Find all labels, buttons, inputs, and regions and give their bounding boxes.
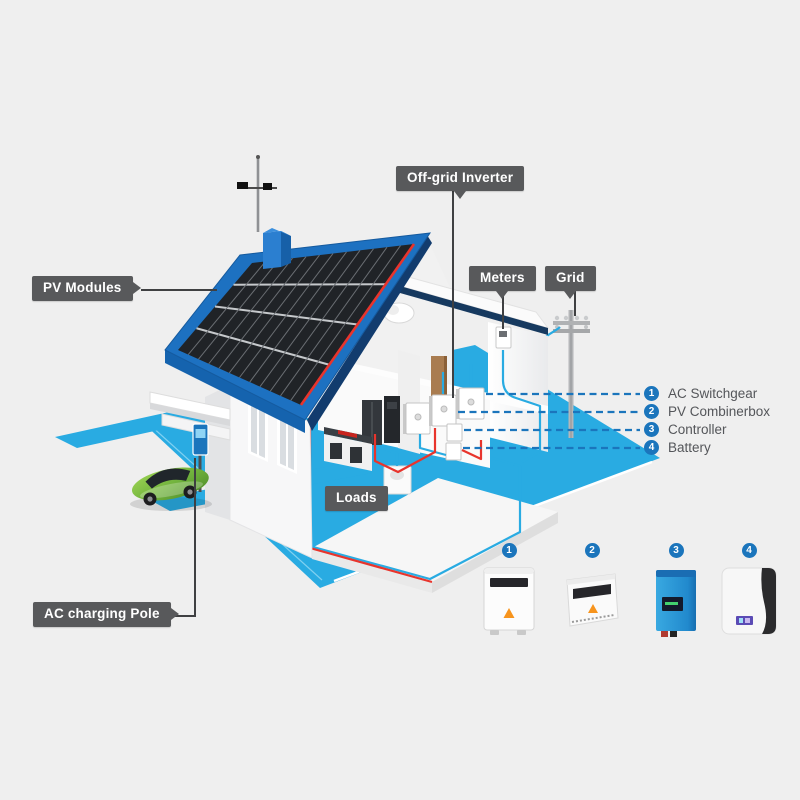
legend-item-battery: 4 Battery bbox=[644, 440, 711, 455]
product-number-1: 1 bbox=[501, 543, 517, 558]
product-pv-combinerbox: 2 bbox=[562, 543, 622, 632]
product-controller: 3 bbox=[653, 543, 699, 638]
legend-number-2: 2 bbox=[644, 404, 659, 419]
off-grid-inverter-label: Off-grid Inverter bbox=[396, 166, 525, 199]
legend-item-ac-switchgear: 1 AC Switchgear bbox=[644, 386, 757, 401]
kitchen-appliances bbox=[324, 396, 412, 495]
electric-car bbox=[130, 467, 212, 511]
meters-label: Meters bbox=[469, 266, 536, 299]
legend-label-ac-switchgear: AC Switchgear bbox=[668, 385, 758, 401]
legend-number-1: 1 bbox=[644, 386, 659, 401]
grid-label: Grid bbox=[545, 266, 596, 299]
antenna-mast-icon bbox=[237, 155, 277, 232]
legend-label-controller: Controller bbox=[668, 421, 727, 437]
loads-label: Loads bbox=[325, 486, 388, 511]
ac-switchgear-box-icon bbox=[483, 567, 535, 635]
solar-roof bbox=[164, 232, 432, 433]
chimney bbox=[263, 228, 291, 269]
legend-label-pv-combinerbox: PV Combinerbox bbox=[668, 403, 771, 419]
legend-number-4: 4 bbox=[644, 440, 659, 455]
legend-dashed-lines bbox=[458, 392, 640, 450]
wall-equipment-boxes bbox=[403, 387, 485, 461]
product-ac-switchgear: 1 bbox=[481, 543, 537, 638]
ac-charging-pole-label: AC charging Pole bbox=[33, 602, 179, 627]
product-battery: 4 bbox=[720, 543, 778, 636]
pv-modules-label: PV Modules bbox=[32, 276, 140, 301]
meter-box bbox=[495, 326, 512, 349]
product-number-4: 4 bbox=[741, 543, 757, 558]
pv-panel-grid bbox=[187, 245, 401, 401]
product-number-2: 2 bbox=[584, 543, 600, 558]
utility-pole bbox=[553, 310, 590, 438]
legend-item-controller: 3 Controller bbox=[644, 422, 727, 437]
wing-roof bbox=[382, 269, 550, 335]
legend-label-battery: Battery bbox=[668, 439, 711, 455]
product-number-3: 3 bbox=[668, 543, 684, 558]
controller-inverter-icon bbox=[656, 570, 696, 637]
floor-slab bbox=[312, 478, 558, 593]
battery-pack-icon bbox=[721, 567, 777, 635]
legend-item-pv-combinerbox: 2 PV Combinerbox bbox=[644, 404, 770, 419]
legend-number-3: 3 bbox=[644, 422, 659, 437]
pv-combinerbox-icon bbox=[566, 573, 619, 627]
